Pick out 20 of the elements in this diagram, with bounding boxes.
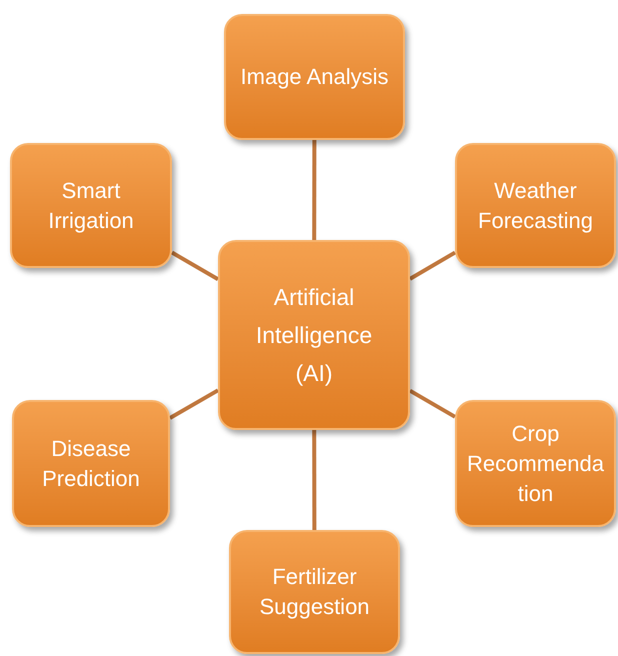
topic-box [455,400,616,527]
central-box [218,240,410,430]
connector-line [169,388,219,420]
box-text: Fertilizer Suggestion [258,563,371,621]
topic-box [10,143,172,268]
box-text: Smart Irrigation [47,176,135,235]
topic-box [224,14,405,140]
topic-box [12,400,170,527]
connector-line [409,388,456,419]
connector-line [312,140,316,240]
box-text: Disease Prediction [41,434,141,492]
box-text: Weather Forecasting [477,176,594,235]
connector-line [171,250,219,281]
box-text: Artificial Intelligence (AI) [254,283,374,388]
box-text: Image Analysis [240,63,388,91]
connector-line [312,430,316,530]
topic-box [229,530,400,654]
box-text: Crop Recommendation [466,420,605,508]
connector-line [408,250,456,281]
topic-box [455,143,616,268]
